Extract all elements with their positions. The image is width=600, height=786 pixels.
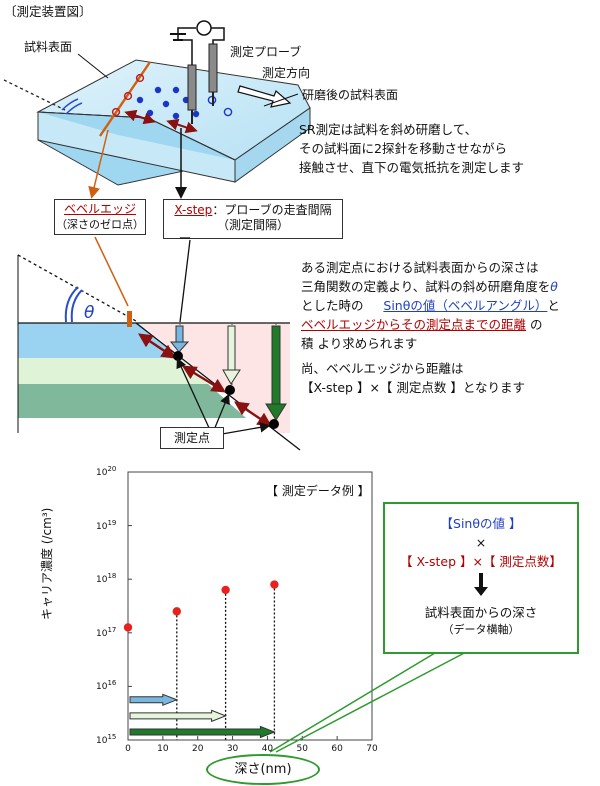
y-tick-label: 1018: [96, 572, 117, 586]
bevel-edge-box: ベベルエッジ （深さのゼロ点）: [54, 199, 146, 235]
chart-title: 【 測定データ例 】: [266, 484, 370, 498]
xstep-line: X-step：プローブの走査間隔: [164, 203, 342, 218]
formula-times: ×: [475, 535, 487, 550]
depth-line-1: ある測定点における試料表面からの深さは: [301, 260, 539, 275]
meter-icon: [196, 20, 212, 36]
formula-result: 試料表面からの深さ: [424, 605, 538, 620]
measure-point-label: 測定点: [160, 427, 224, 449]
y-tick-label: 1020: [96, 465, 117, 478]
x-axis-label: 深さ(nm): [234, 762, 292, 777]
xstep-term: X-step: [174, 203, 213, 217]
label-sample-surface: 試料表面: [24, 40, 73, 54]
depth-explanation: ある測定点における試料表面からの深さは 三角関数の定義より、試料の斜め研磨角度を…: [301, 258, 560, 397]
depth-line-5: 積 より求められます: [301, 336, 418, 351]
description-line: SR測定は試料を斜め研磨して、: [299, 122, 478, 137]
formula-xstep: 【 X-step 】×【 測定点数】: [400, 554, 562, 569]
sample-front-face: [38, 112, 235, 182]
page-title: 〔測定装置図〕: [4, 4, 92, 19]
theta-symbol: θ: [84, 303, 95, 323]
sample-side-face: [234, 107, 311, 183]
description-line: その試料面に2探針を移動させながら: [299, 141, 507, 156]
y-tick-label: 1019: [96, 518, 117, 532]
distance-term: ベベルエッジからその測定点までの距離: [301, 317, 527, 332]
description-line: 接触させ、直下の電気抵抗を測定します: [299, 160, 525, 175]
bevel-edge-term: ベベルエッジ: [63, 202, 136, 216]
x-tick-label: 20: [191, 744, 204, 754]
xstep-note: （測定間隔）: [216, 218, 289, 232]
formula-sub: （データ横軸）: [442, 623, 520, 636]
depth-line-3-end: と: [547, 298, 560, 313]
label-polished-surface: 研磨後の試料表面: [302, 88, 399, 102]
depth-line-2-text: 三角関数の定義より、試料の斜め研磨角度を: [301, 279, 551, 294]
depth-line-4-end: の: [530, 317, 543, 332]
x-tick-label: 10: [157, 744, 169, 754]
formula-box: 【Sinθの値 】 × 【 X-step 】×【 測定点数】 試料表面からの深さ…: [383, 502, 579, 654]
xstep-desc: ：プローブの走査間隔: [212, 203, 332, 217]
apparatus-description: SR測定は試料を斜め研磨して、 その試料面に2探針を移動させながら 接触させ、直…: [299, 120, 524, 177]
xstep-box: X-step：プローブの走査間隔 （測定間隔）: [163, 199, 343, 239]
y-tick-label: 1016: [96, 679, 117, 693]
bevel-edge-note: （深さのゼロ点）: [56, 218, 144, 231]
x-tick-label: 60: [331, 744, 343, 754]
depth-line-3-text: とした時の: [301, 298, 364, 313]
depth-line-6: 尚、ベベルエッジから距離は: [301, 361, 464, 376]
y-tick-label: 1017: [96, 625, 117, 639]
label-probe: 測定プローブ: [230, 45, 302, 59]
depth-line-2-theta: θ: [550, 279, 558, 294]
depth-line-4: ベベルエッジからその測定点までの距離 の: [301, 315, 560, 334]
x-tick-label: 40: [261, 744, 274, 754]
y-tick-label: 1015: [96, 733, 117, 746]
x-tick-label: 50: [296, 744, 308, 754]
y-axis-label: キャリア濃度 (/cm³): [40, 507, 54, 620]
x-axis-label-oval: 深さ(nm): [206, 754, 320, 785]
x-tick-label: 30: [226, 744, 239, 754]
depth-line-2: 三角関数の定義より、試料の斜め研磨角度をθ: [301, 277, 560, 296]
sin-term: Sinθの値（ベベルアングル）: [383, 298, 548, 313]
x-tick-label: 0: [125, 744, 131, 754]
formula-sin: 【Sinθの値 】: [440, 516, 522, 531]
x-tick-label: 70: [366, 744, 378, 754]
depth-line-3: とした時の Sinθの値（ベベルアングル）と: [301, 296, 560, 315]
depth-line-7: 【X-step 】×【 測定点数 】となります: [301, 380, 526, 395]
label-direction: 測定方向: [262, 66, 311, 80]
